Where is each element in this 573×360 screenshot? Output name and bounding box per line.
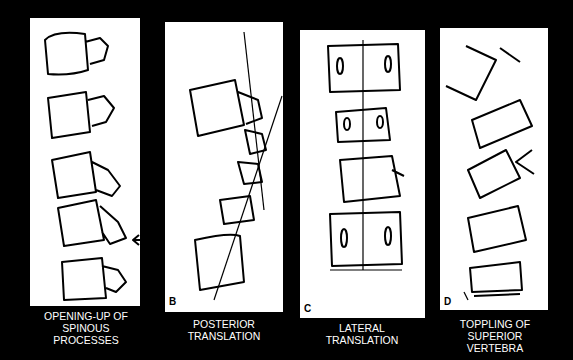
panel-letter: C <box>304 303 318 315</box>
panel-letter: B <box>169 296 183 308</box>
panel-letter: D <box>444 296 458 308</box>
panel-caption: TOPPLING OF SUPERIOR VERTEBRA <box>445 318 545 354</box>
panel <box>165 22 283 312</box>
panel-caption: POSTERIOR TRANSLATION <box>176 318 272 342</box>
panel <box>30 18 140 306</box>
panel <box>440 28 548 310</box>
panel-caption: LATERAL TRANSLATION <box>314 322 410 346</box>
panel <box>300 30 425 318</box>
panel-caption: OPENING-UP OF SPINOUS PROCESSES <box>44 310 128 346</box>
